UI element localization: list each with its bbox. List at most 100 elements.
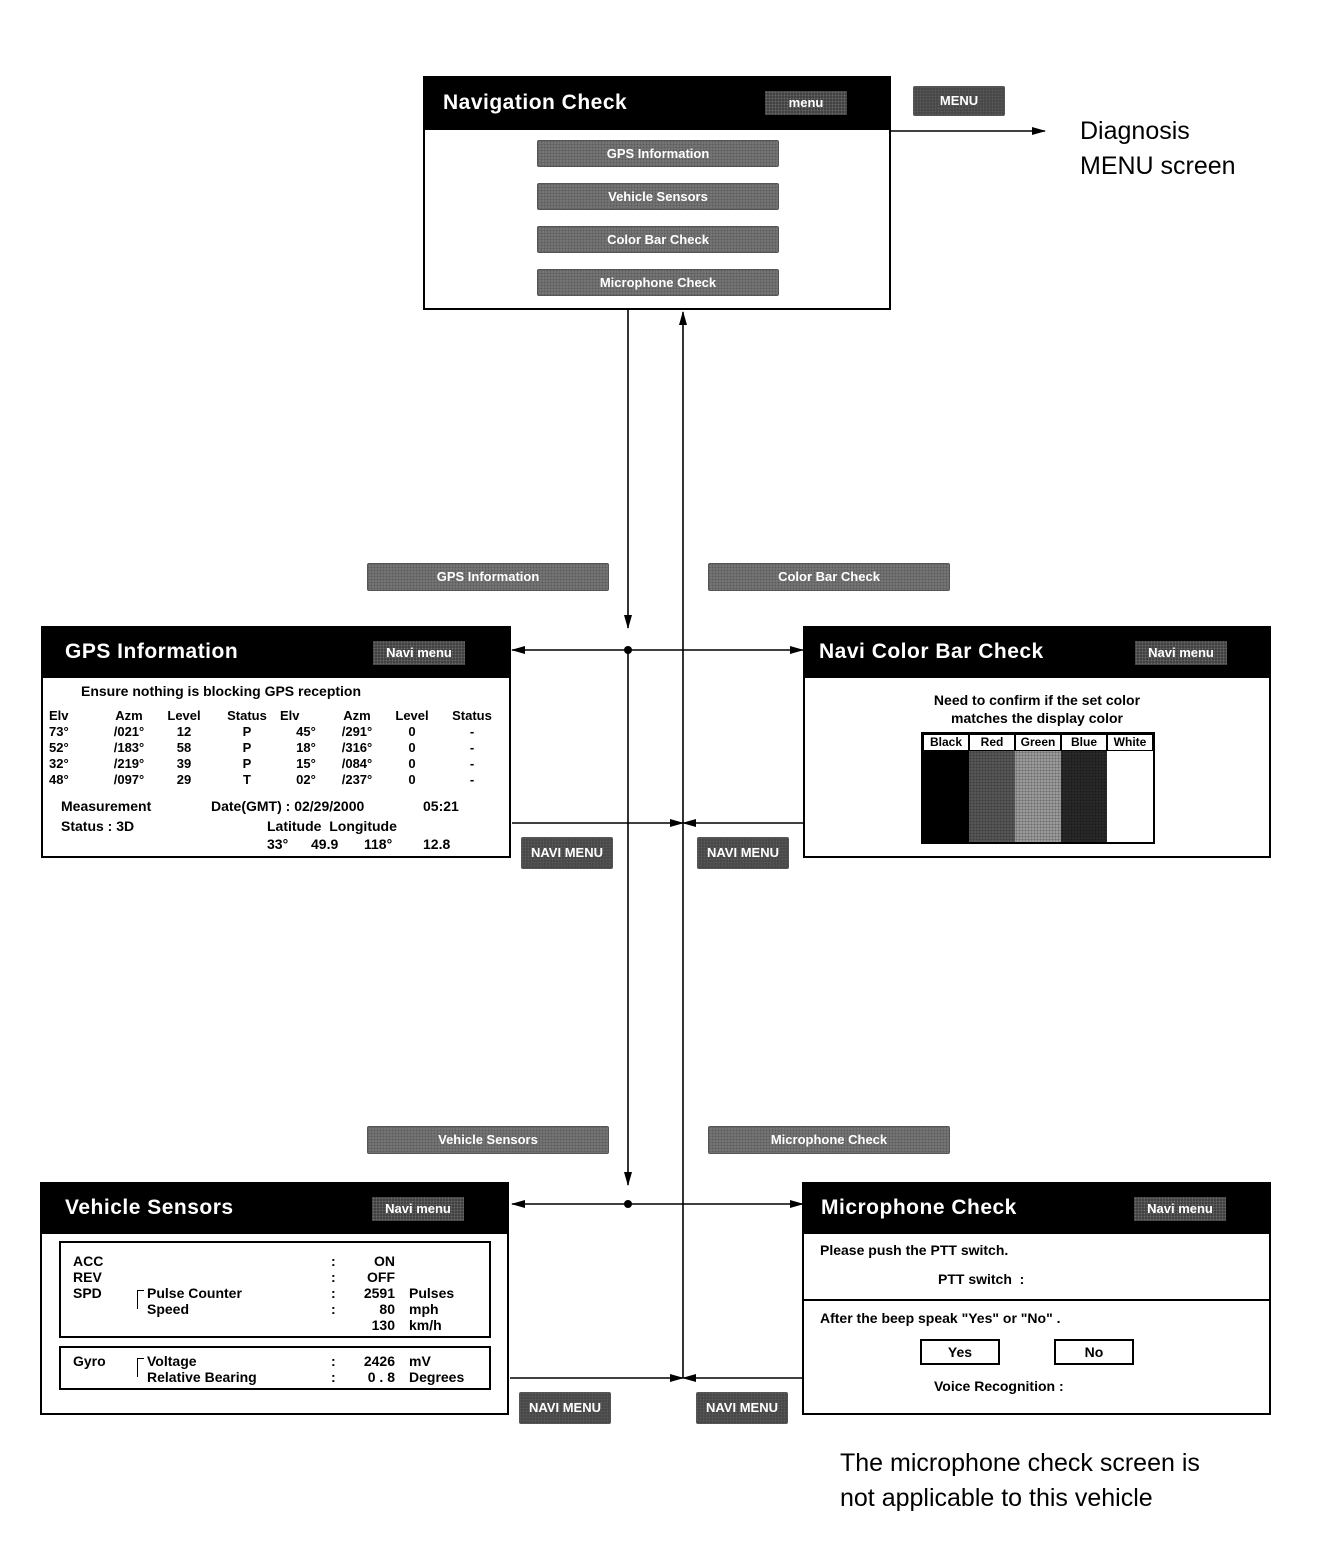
vehicle-sensors-button[interactable]: Vehicle Sensors <box>537 183 779 210</box>
table-cell: /183° <box>113 740 145 755</box>
microphone-check-button[interactable]: Microphone Check <box>537 269 779 296</box>
table-cell: 12 <box>176 724 192 739</box>
table-cell: T <box>243 772 251 787</box>
blue-bar <box>1061 751 1107 842</box>
table-cell: P <box>242 756 252 771</box>
table-cell: - <box>469 756 475 771</box>
title-bar: Microphone Check Navi menu <box>804 1184 1269 1234</box>
satellite-table: Elv Azm Level Status Elv Azm Level Statu… <box>49 708 509 788</box>
junction-dot <box>624 646 632 654</box>
mv-unit: mV <box>409 1353 431 1369</box>
table-cell: 32° <box>49 756 69 771</box>
table-cell: 15° <box>296 756 316 771</box>
voice-recognition-label: Voice Recognition : <box>934 1378 1064 1394</box>
column-header: Azm <box>343 708 371 723</box>
table-cell: /097° <box>113 772 145 787</box>
screen-title: Navi Color Bar Check <box>819 640 1044 663</box>
title-bar: Navigation Check menu <box>425 78 889 130</box>
navi-menu-button-color[interactable]: NAVI MENU <box>697 837 789 869</box>
latitude-degrees: 33° <box>267 836 289 852</box>
screen-title: GPS Information <box>65 640 239 663</box>
menu-button[interactable]: menu <box>765 91 847 115</box>
beep-prompt: After the beep speak "Yes" or "No" . <box>820 1310 1061 1326</box>
confirm-line-2: matches the display color <box>951 710 1123 726</box>
gps-information-button[interactable]: GPS Information <box>537 140 779 167</box>
table-cell: - <box>469 772 475 787</box>
microphone-check-screen: Microphone Check Navi menu Please push t… <box>802 1182 1271 1415</box>
column-header: Status <box>452 708 492 723</box>
table-cell: 45° <box>296 724 316 739</box>
table-cell: 52° <box>49 740 69 755</box>
white-bar <box>1107 751 1153 842</box>
navi-menu-label[interactable]: Navi menu <box>1134 1197 1226 1221</box>
colon: :::: <box>331 1253 336 1317</box>
no-button[interactable]: No <box>1054 1339 1134 1365</box>
navi-menu-label[interactable]: Navi menu <box>372 1197 464 1221</box>
table-cell: /219° <box>113 756 145 771</box>
green-bar <box>1015 751 1061 842</box>
bearing-value: 0 . 8 <box>367 1369 395 1385</box>
mph-unit: mph <box>409 1301 439 1317</box>
table-cell: /084° <box>341 756 373 771</box>
table-cell: 0 <box>408 756 416 771</box>
flow-microphone-check-button[interactable]: Microphone Check <box>708 1126 950 1154</box>
acc-value: ON <box>374 1253 395 1269</box>
speed-kmh-value: 130 <box>371 1317 395 1333</box>
flow-gps-information-button[interactable]: GPS Information <box>367 563 609 591</box>
navi-menu-label[interactable]: Navi menu <box>373 641 465 665</box>
measurement-label: Measurement <box>61 798 152 814</box>
voltage-label: Voltage <box>147 1353 197 1369</box>
table-cell: 0 <box>408 772 416 787</box>
date-label: Date(GMT) : 02/29/2000 <box>211 798 365 814</box>
table-cell: - <box>469 724 475 739</box>
table-cell: 29 <box>176 772 192 787</box>
navi-menu-button-gps[interactable]: NAVI MENU <box>521 837 613 869</box>
ptt-switch-label: PTT switch : <box>938 1271 1025 1287</box>
screen-title: Microphone Check <box>821 1196 1017 1219</box>
table-cell: P <box>242 740 252 755</box>
colon: :: <box>331 1353 336 1385</box>
navi-menu-label[interactable]: Navi menu <box>1135 641 1227 665</box>
bracket <box>137 1358 144 1377</box>
screen-title: Vehicle Sensors <box>65 1196 234 1219</box>
longitude-degrees: 118° <box>364 836 393 852</box>
flow-color-bar-check-button[interactable]: Color Bar Check <box>708 563 950 591</box>
table-cell: 48° <box>49 772 69 787</box>
menu-hard-button[interactable]: MENU <box>913 86 1005 116</box>
navi-menu-button-vehicle[interactable]: NAVI MENU <box>519 1392 611 1424</box>
spd-label: SPD <box>73 1285 102 1301</box>
color-bar-check-button[interactable]: Color Bar Check <box>537 226 779 253</box>
speed-label: Speed <box>147 1301 190 1317</box>
latitude-minutes: 49.9 <box>311 836 339 852</box>
flow-vehicle-sensors-button[interactable]: Vehicle Sensors <box>367 1126 609 1154</box>
acc-label: ACC <box>73 1253 104 1269</box>
pulse-counter-label: Pulse Counter <box>147 1285 242 1301</box>
ptt-prompt: Please push the PTT switch. <box>820 1242 1009 1258</box>
gyro-panel: Gyro Voltage Relative Bearing :: 2426 0 … <box>59 1346 491 1390</box>
blue-bar-label: Blue <box>1061 734 1107 751</box>
screen-title: Navigation Check <box>443 91 628 114</box>
yes-button[interactable]: Yes <box>920 1339 1000 1365</box>
column-header: Azm <box>115 708 143 723</box>
kmh-unit: km/h <box>409 1317 442 1333</box>
table-cell: - <box>469 740 475 755</box>
green-bar-label: Green <box>1015 734 1061 751</box>
sensor-panel: ACC REV SPD Pulse Counter Speed :::: ON … <box>59 1241 491 1338</box>
voltage-value: 2426 <box>363 1353 395 1369</box>
longitude-minutes: 12.8 <box>423 836 451 852</box>
latlon-header: Latitude Longitude <box>267 818 397 834</box>
relative-bearing-label: Relative Bearing <box>147 1369 257 1385</box>
column-header: Level <box>395 708 429 723</box>
navigation-check-screen: Navigation Check menu GPS Information Ve… <box>423 76 891 310</box>
table-cell: 0 <box>408 724 416 739</box>
column-header: Level <box>167 708 201 723</box>
red-bar-label: Red <box>969 734 1015 751</box>
navi-menu-button-mic[interactable]: NAVI MENU <box>696 1392 788 1424</box>
table-cell: 02° <box>296 772 316 787</box>
gps-information-screen: GPS Information Navi menu Ensure nothing… <box>41 626 511 858</box>
table-cell: /021° <box>113 724 145 739</box>
color-bar-check-screen: Navi Color Bar Check Navi menu Need to c… <box>803 626 1271 858</box>
vehicle-sensors-screen: Vehicle Sensors Navi menu ACC REV SPD Pu… <box>40 1182 509 1415</box>
gps-notice: Ensure nothing is blocking GPS reception <box>81 683 362 699</box>
